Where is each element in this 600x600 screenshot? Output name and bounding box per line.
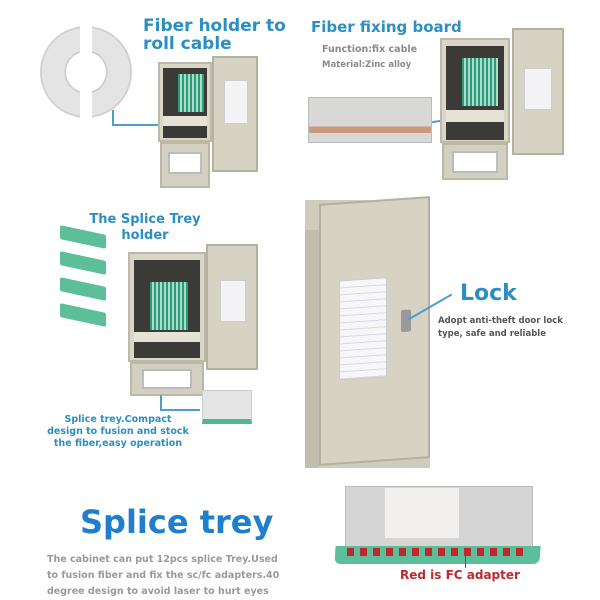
fixing-board-title: Fiber fixing board bbox=[311, 18, 462, 36]
desc-line: degree design to avoid laser to hurt eye… bbox=[47, 586, 269, 597]
adapter-label: Red is FC adapter bbox=[400, 568, 520, 582]
splice-trey-title: Splice trey bbox=[80, 503, 274, 541]
splice-holder-caption: Splice trey.Compact design to fusion and… bbox=[30, 414, 206, 450]
splice-trey-description: The cabinet can put 12pcs splice Trey.Us… bbox=[47, 552, 279, 600]
caption-line: Splice trey.Compact bbox=[64, 414, 172, 425]
caption-line: the fiber,easy operation bbox=[53, 438, 183, 449]
cabinet-image bbox=[128, 252, 206, 362]
fc-adapters bbox=[347, 548, 527, 556]
lock-title: Lock bbox=[460, 281, 517, 306]
callout-line bbox=[160, 409, 200, 411]
cabinet-base bbox=[130, 362, 204, 396]
callout-line bbox=[112, 124, 162, 126]
cabinet-base bbox=[160, 142, 210, 188]
title-line: holder bbox=[121, 228, 169, 243]
splice-tray-holder-image bbox=[60, 277, 106, 301]
fixing-board-closeup-image bbox=[308, 97, 432, 143]
cabinet-door bbox=[206, 244, 258, 370]
lock-icon bbox=[401, 309, 411, 333]
caption-line: design to fusion and stock bbox=[47, 426, 189, 437]
cabinet-base bbox=[442, 143, 508, 180]
splice-trey-image bbox=[334, 478, 541, 568]
desc-line: to fusion fiber and fix the sc/fc adapte… bbox=[47, 570, 280, 581]
cabinet-door bbox=[212, 56, 258, 172]
title-line: roll cable bbox=[143, 34, 232, 54]
splice-holder-title: The Splice Trey holder bbox=[80, 212, 210, 244]
ring-gap bbox=[80, 20, 92, 124]
desc-line: Adopt anti-theft door lock bbox=[438, 316, 563, 326]
cabinet-image bbox=[158, 62, 212, 142]
cabinet-image bbox=[440, 38, 510, 143]
function-text: Function:fix cable bbox=[322, 44, 418, 55]
callout-line bbox=[465, 552, 466, 568]
callout-line bbox=[160, 395, 162, 411]
lock-description: Adopt anti-theft door lock type, safe an… bbox=[438, 315, 563, 341]
splice-tray-image bbox=[202, 390, 252, 424]
splice-tray-holder-image bbox=[60, 303, 106, 327]
desc-line: The cabinet can put 12pcs splice Trey.Us… bbox=[47, 554, 278, 565]
material-text: Material:Zinc alloy bbox=[322, 60, 412, 70]
door-lock-photo bbox=[305, 196, 430, 468]
cabinet-door bbox=[512, 28, 564, 155]
desc-line: type, safe and reliable bbox=[438, 329, 546, 339]
title-line: The Splice Trey bbox=[89, 212, 201, 227]
splice-tray-holder-image bbox=[60, 251, 106, 275]
callout-line bbox=[112, 110, 114, 126]
title-line: Fiber holder to bbox=[143, 16, 286, 36]
fiber-holder-title: Fiber holder to roll cable bbox=[143, 17, 286, 53]
